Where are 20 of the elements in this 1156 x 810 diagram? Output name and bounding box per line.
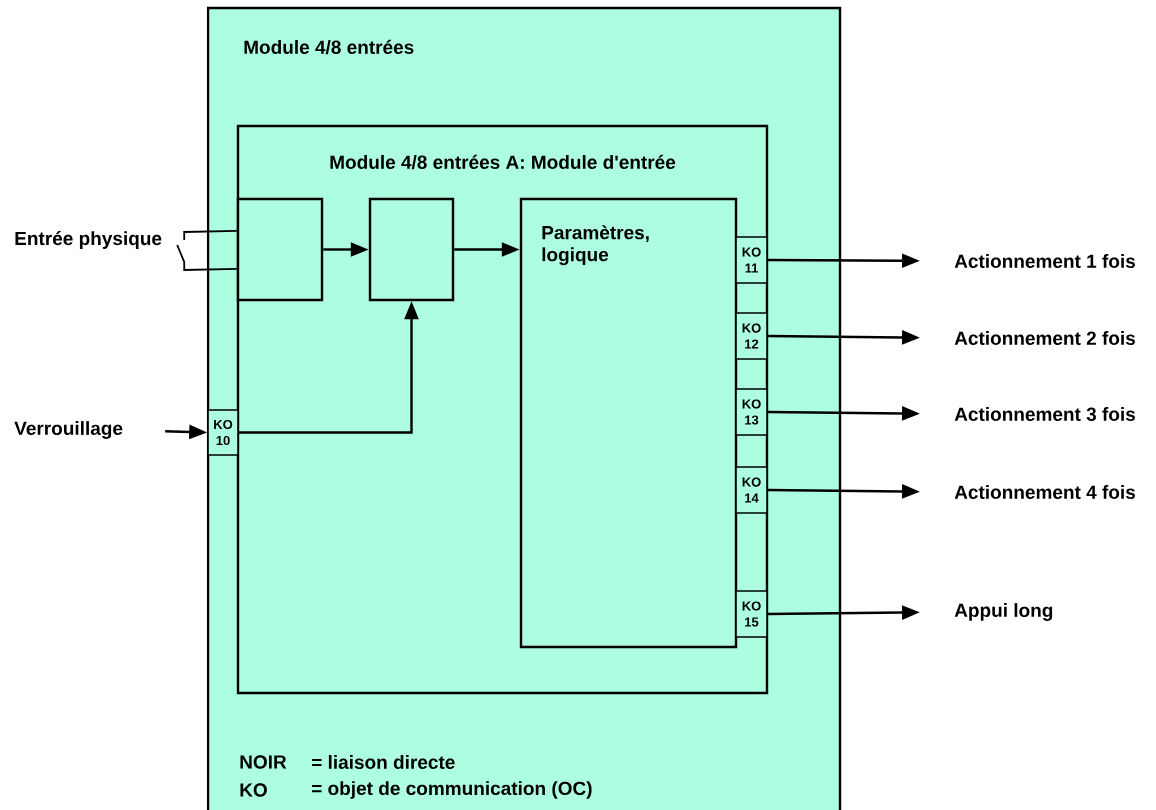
signal-label: Entrée physique bbox=[15, 231, 162, 249]
port-box: KO 13 bbox=[735, 388, 768, 436]
port-box: KO 10 bbox=[207, 409, 239, 456]
signal-label: Actionnement 4 fois bbox=[954, 485, 1135, 499]
key-text: = liaison directe bbox=[312, 755, 455, 769]
port-box: KO 11 bbox=[735, 236, 768, 284]
function-block bbox=[236, 197, 324, 302]
key-text: NOIR bbox=[240, 755, 287, 769]
signal-label: Appui long bbox=[954, 603, 1053, 621]
key-text: = objet de communication (OC) bbox=[312, 781, 592, 799]
logic-block: Paramètres, logique bbox=[519, 197, 738, 649]
port-box: KO 12 bbox=[735, 312, 768, 360]
signal-label: Actionnement 2 fois bbox=[954, 331, 1135, 345]
signal-label: Verrouillage bbox=[14, 421, 123, 439]
key-text: KO bbox=[240, 783, 267, 797]
port-box: KO 15 bbox=[735, 590, 768, 638]
port-box: KO 14 bbox=[735, 466, 768, 514]
function-block bbox=[368, 197, 455, 302]
signal-label: Actionnement 1 fois bbox=[954, 254, 1135, 268]
signal-label: Actionnement 3 fois bbox=[954, 407, 1135, 421]
